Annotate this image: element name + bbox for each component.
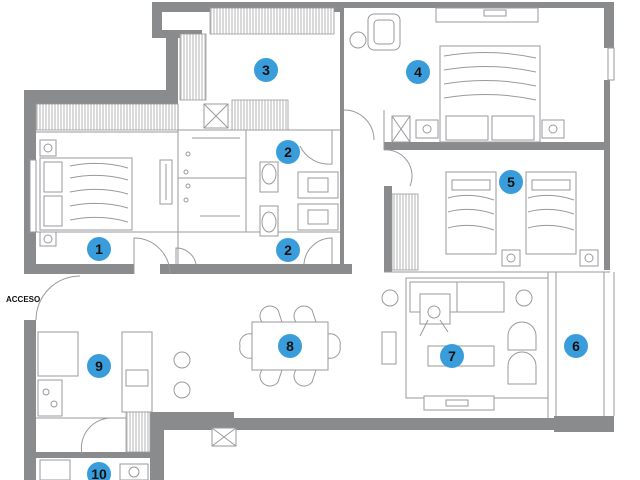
room-marker-label: 9 bbox=[95, 358, 103, 374]
laundry bbox=[39, 427, 237, 480]
room-marker-2b: 2 bbox=[276, 238, 300, 262]
room-marker-5: 5 bbox=[499, 170, 523, 194]
room-marker-label: 10 bbox=[91, 466, 107, 480]
room-marker-2a: 2 bbox=[276, 140, 300, 164]
kitchen bbox=[37, 331, 191, 453]
room-marker-8: 8 bbox=[278, 334, 302, 358]
room-marker-7: 7 bbox=[440, 344, 464, 368]
room-marker-6: 6 bbox=[564, 334, 588, 358]
room-marker-label: 7 bbox=[448, 348, 456, 364]
room-marker-4: 4 bbox=[406, 60, 430, 84]
bathrooms bbox=[183, 137, 339, 237]
exterior-walls bbox=[24, 2, 614, 480]
room-marker-label: 4 bbox=[414, 64, 422, 80]
room-marker-label: 3 bbox=[262, 62, 270, 78]
twin-bedroom bbox=[391, 171, 599, 271]
room-marker-label: 1 bbox=[95, 241, 103, 257]
room-marker-label: 2 bbox=[284, 242, 292, 258]
room-marker-10: 10 bbox=[87, 462, 111, 480]
room-marker-1: 1 bbox=[87, 237, 111, 261]
dining bbox=[239, 305, 341, 387]
room-marker-label: 8 bbox=[286, 338, 294, 354]
service-room bbox=[179, 7, 335, 131]
room-marker-9: 9 bbox=[87, 354, 111, 378]
room-marker-label: 5 bbox=[507, 174, 515, 190]
room-marker-label: 6 bbox=[572, 338, 580, 354]
room-marker-3: 3 bbox=[254, 58, 278, 82]
balcony bbox=[555, 272, 615, 416]
doors bbox=[35, 109, 413, 455]
master-bedroom bbox=[349, 7, 615, 143]
living-room bbox=[381, 277, 549, 411]
entrance-label: ACCESO bbox=[6, 295, 40, 304]
bedroom-1 bbox=[29, 103, 179, 247]
room-marker-label: 2 bbox=[284, 144, 292, 160]
